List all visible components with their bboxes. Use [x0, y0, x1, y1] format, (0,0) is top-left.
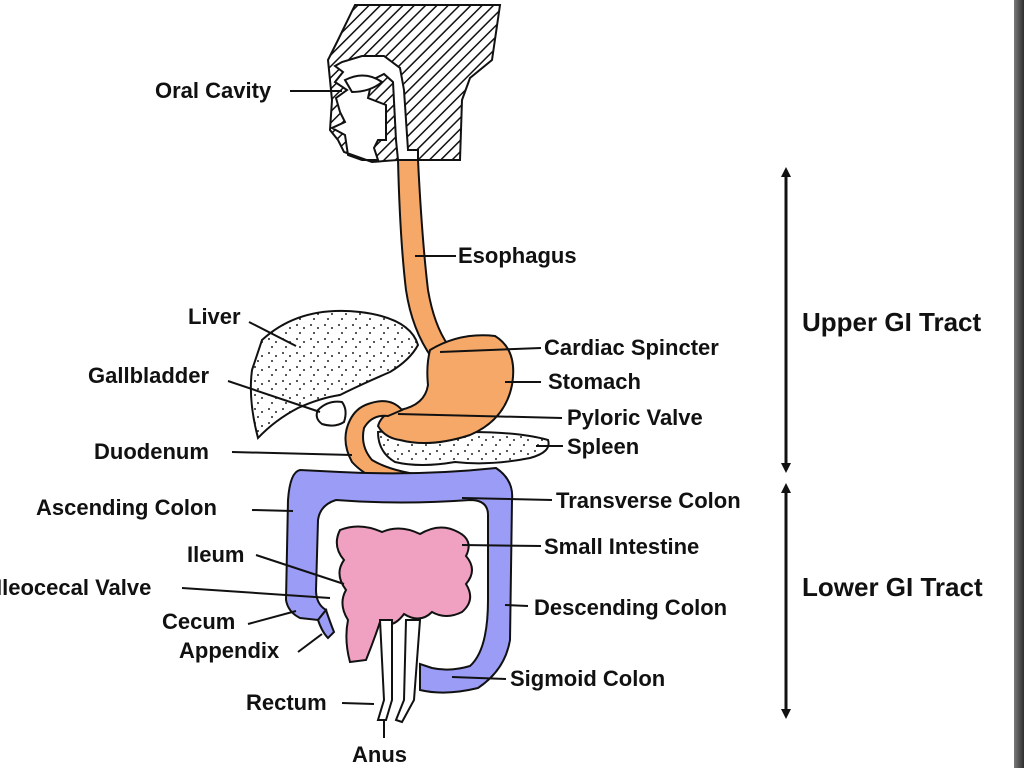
liver-shape — [249, 309, 420, 440]
leader-lines — [181, 90, 563, 738]
label-sigmoid-colon: Sigmoid Colon — [510, 666, 665, 691]
label-transverse-colon: Transverse Colon — [556, 488, 741, 513]
label-cecum: Cecum — [162, 609, 235, 634]
label-cardiac-spincter: Cardiac Spincter — [544, 335, 719, 360]
head-profile — [326, 4, 502, 164]
label-small-intestine: Small Intestine — [544, 534, 699, 559]
label-appendix: Appendix — [179, 638, 280, 663]
oral-cavity-shape — [343, 74, 384, 94]
label-ileum: Ileum — [187, 542, 244, 567]
label-anus: Anus — [352, 742, 407, 767]
rectum-shape — [376, 619, 422, 724]
label-stomach: Stomach — [548, 369, 641, 394]
label-ascending-colon: Ascending Colon — [36, 495, 217, 520]
label-descending-colon: Descending Colon — [534, 595, 727, 620]
label-spleen: Spleen — [567, 434, 639, 459]
label-duodenum: Duodenum — [94, 439, 209, 464]
gallbladder-shape — [315, 400, 347, 427]
colon-shape — [284, 466, 514, 694]
label-oral-cavity: Oral Cavity — [155, 78, 272, 103]
label-ileocecal-valve: Ileocecal Valve — [0, 575, 151, 600]
label-upper-gi-tract: Upper GI Tract — [802, 307, 981, 337]
small-intestine-shape — [335, 525, 473, 664]
label-esophagus: Esophagus — [458, 243, 577, 268]
appendix-shape — [316, 607, 336, 640]
slide-edge-shadow — [1014, 0, 1024, 768]
label-liver: Liver — [188, 304, 241, 329]
label-pyloric-valve: Pyloric Valve — [567, 405, 703, 430]
label-gallbladder: Gallbladder — [88, 363, 209, 388]
label-lower-gi-tract: Lower GI Tract — [802, 572, 983, 602]
label-rectum: Rectum — [246, 690, 327, 715]
